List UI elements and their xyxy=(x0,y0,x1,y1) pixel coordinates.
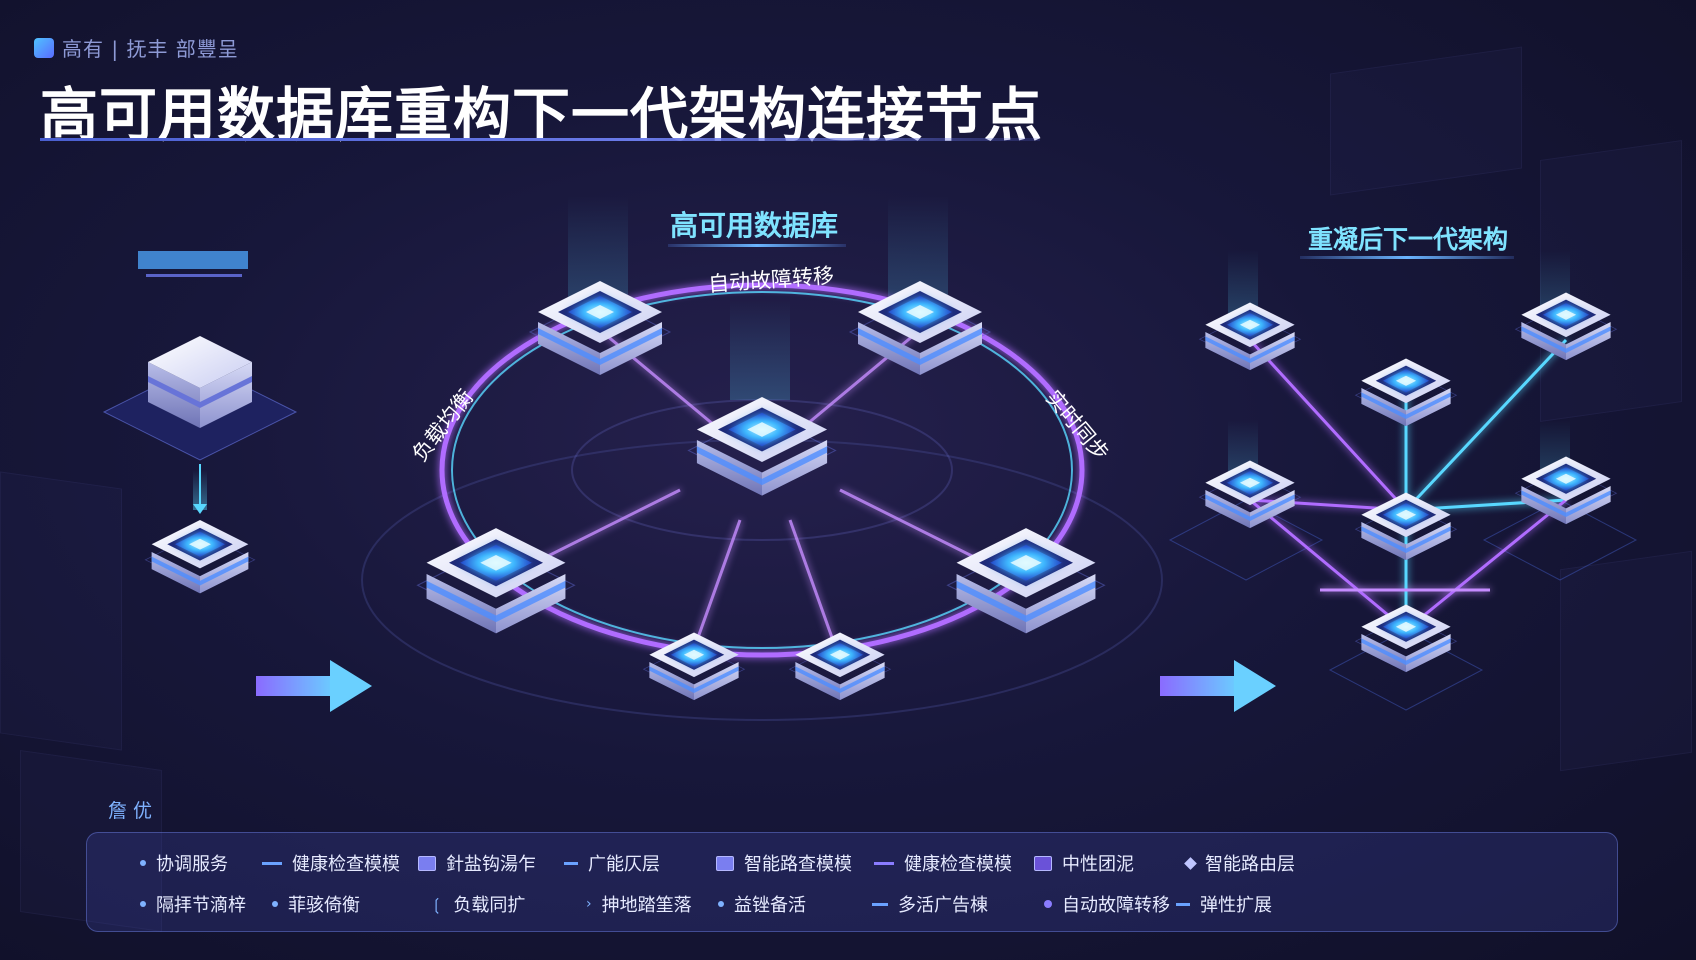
primary-node xyxy=(689,397,836,496)
bracket-icon: ❲ xyxy=(430,894,444,914)
legend-item: 益锉备活 xyxy=(718,891,806,917)
legacy-label-placeholder xyxy=(138,251,248,269)
legend-item: ❲负载同扩 xyxy=(430,894,526,917)
legend-item: 多活广告棟 xyxy=(872,891,988,917)
mesh-node xyxy=(1200,302,1301,370)
legend-dot-icon xyxy=(718,901,724,907)
legend-dash-icon xyxy=(262,861,282,865)
legend-item: 广能仄层 xyxy=(564,850,660,876)
mesh-node xyxy=(1516,456,1617,524)
legend-item: 中性团泥 xyxy=(1034,850,1134,876)
legend-item: 針盐钩湯乍 xyxy=(418,850,536,876)
legend-dot-icon xyxy=(1044,900,1052,908)
replication-ring xyxy=(439,282,1085,658)
legend-item: 菲骇倚衡 xyxy=(272,891,360,917)
center-title-underline xyxy=(668,244,846,247)
legend-box-icon xyxy=(1034,855,1052,871)
center-section-title: 高可用数据库 xyxy=(670,209,839,242)
legend-item: 健康检查模模 xyxy=(262,850,400,876)
legend-item: ›抻地踏筀落 xyxy=(586,895,692,916)
legend-dash-icon xyxy=(874,861,894,865)
ha-database-cluster xyxy=(361,196,1163,721)
legend-item: 智能路由层 xyxy=(1184,850,1295,876)
transition-arrow-2 xyxy=(1160,660,1276,712)
down-arrow-icon xyxy=(193,504,207,514)
legend-item: 自动故障转移 xyxy=(1044,891,1170,917)
legacy-node xyxy=(145,520,254,593)
mesh-hub-node xyxy=(1356,492,1457,560)
legend-dash-icon xyxy=(1176,902,1190,906)
legend-item: 健康检查模模 xyxy=(874,850,1012,876)
right-section-title: 重凝后下一代架构 xyxy=(1308,225,1509,254)
mesh-links xyxy=(1248,338,1568,632)
legacy-stage xyxy=(102,251,298,593)
header-badge-text: 高有 | 抚丰 部豐呈 xyxy=(62,37,239,61)
legend-dash-icon xyxy=(872,902,888,906)
mesh-node xyxy=(1356,604,1457,672)
badge-square-icon xyxy=(34,37,54,58)
legend-item: 协调服务 xyxy=(140,850,228,876)
legend-dot-icon xyxy=(272,901,278,907)
next-gen-mesh xyxy=(1168,250,1638,711)
legend-box-icon xyxy=(716,855,734,871)
right-title-underline xyxy=(1300,256,1514,259)
cluster-node xyxy=(418,528,575,633)
header-badge: 高有 | 抚丰 部豐呈 xyxy=(34,33,239,62)
legend-item: 弹性扩展 xyxy=(1176,891,1272,917)
legacy-label-underline xyxy=(146,274,242,277)
legend-dash-icon xyxy=(564,861,578,865)
legend-diamond-icon xyxy=(1184,856,1197,870)
page-title: 高可用数据库重构下一代架构连接节点 xyxy=(40,81,1044,149)
mesh-node xyxy=(1200,460,1301,528)
cluster-node xyxy=(948,528,1105,633)
chevron-right-icon: › xyxy=(586,896,592,912)
legend-panel xyxy=(86,832,1618,932)
legend-item: 隔拝节滴梓 xyxy=(140,891,246,917)
mesh-node xyxy=(1516,292,1617,360)
legend-item: 智能路查模模 xyxy=(716,850,852,876)
legend-dot-icon xyxy=(140,901,146,907)
title-underline xyxy=(40,138,1040,141)
legend-box-icon xyxy=(418,855,436,871)
mesh-node xyxy=(1356,358,1457,426)
transition-arrow-1 xyxy=(256,660,372,712)
legend-dot-icon xyxy=(140,860,146,866)
legend-heading: 詹 优 xyxy=(108,800,153,822)
